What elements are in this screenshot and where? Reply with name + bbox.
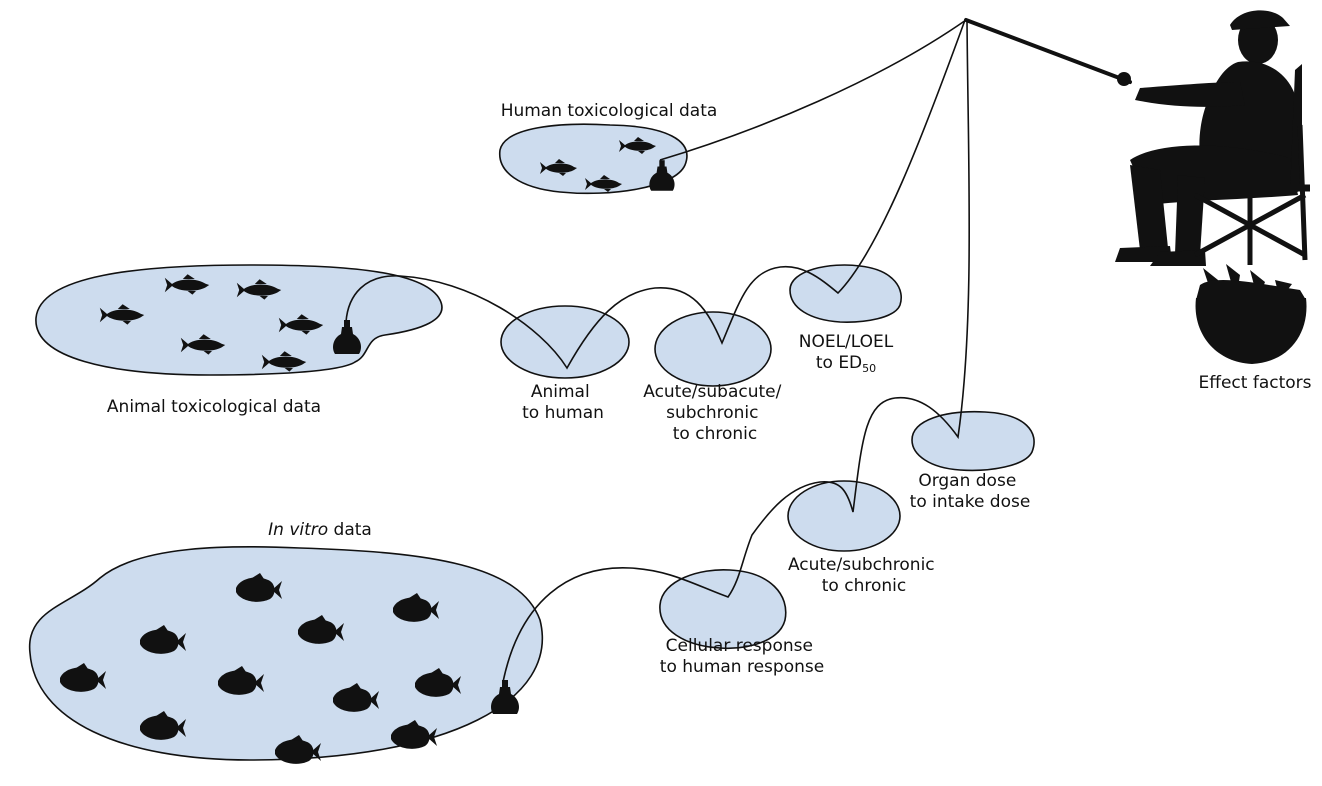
step-acute-subacute-label: Acute/subacute/ subchronic to chronic xyxy=(643,382,787,444)
line-animal-chain xyxy=(345,19,966,370)
fisherman-silhouette-icon xyxy=(964,10,1310,266)
line-human xyxy=(659,19,967,161)
fishing-lines xyxy=(345,19,971,683)
pond-cellular xyxy=(659,569,787,650)
invitro-data-pond xyxy=(28,546,544,761)
step-acute-subchronic-label: Acute/subchronic to chronic xyxy=(788,555,940,596)
pond-noel-loel xyxy=(789,264,902,323)
step-noel-loel-label-line2: to ED50 xyxy=(816,353,876,375)
pond-acute-subacute xyxy=(654,311,772,387)
step-cellular-label: Cellular response to human response xyxy=(660,636,824,677)
pond-animal-to-human xyxy=(500,305,630,379)
step-organ-dose-label: Organ dose to intake dose xyxy=(910,471,1031,512)
animal-data-pond xyxy=(35,264,443,376)
step-noel-loel-label: NOEL/LOEL xyxy=(799,332,894,352)
fish-bucket-icon xyxy=(1195,264,1307,364)
line-invitro-chain xyxy=(502,19,971,683)
pond-acute-subchronic xyxy=(787,480,901,552)
human-pond-label: Human toxicological data xyxy=(501,101,718,121)
animal-pond-label: Animal toxicological data xyxy=(107,397,321,417)
invitro-pond-label: In vitro data xyxy=(268,520,372,540)
pond-organ-dose xyxy=(911,410,1035,472)
step-animal-to-human-label: Animal to human xyxy=(522,382,604,423)
effect-factors-label: Effect factors xyxy=(1199,373,1312,393)
